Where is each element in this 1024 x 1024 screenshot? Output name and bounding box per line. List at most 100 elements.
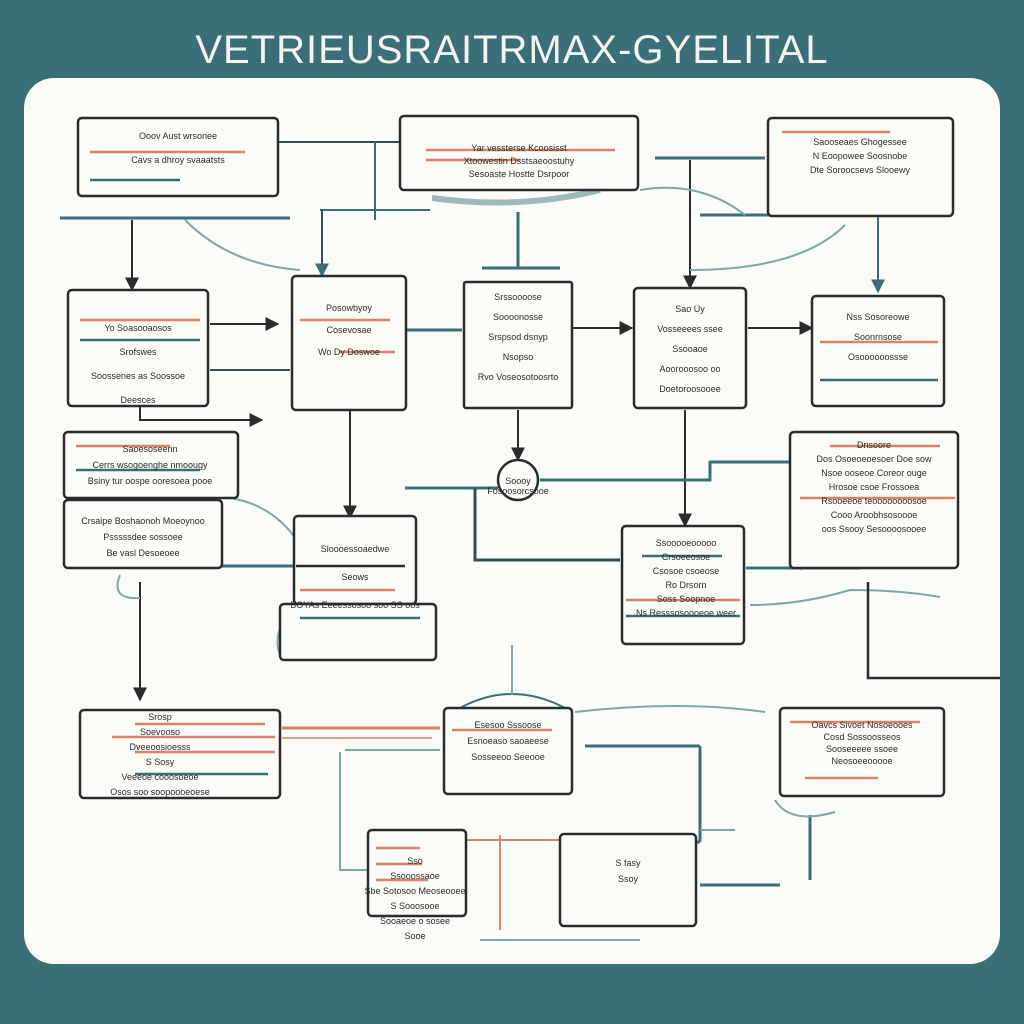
node-label: Crsaipe Boshaonoh Moeoynoo bbox=[81, 516, 205, 526]
node-label: Ns Resssosoooeoe weer bbox=[636, 608, 736, 618]
node-box[interactable] bbox=[278, 602, 438, 662]
node-label: Doetoroosooee bbox=[659, 384, 721, 394]
node-label: Fosoosorcsooe bbox=[487, 486, 549, 496]
node-label: Vosseeees ssee bbox=[657, 324, 723, 334]
node-label: Neosoeeooooe bbox=[831, 756, 892, 766]
node-label: Srosp bbox=[148, 712, 172, 722]
node-label: Posowbyoy bbox=[326, 303, 373, 313]
node-box[interactable] bbox=[76, 116, 280, 198]
node-label: Be vasl Desoeoee bbox=[106, 548, 179, 558]
node-label: Sosseeoo Seeooe bbox=[471, 752, 545, 762]
diagram-title: VETRIEUSRAITRMAX-GYELITAL bbox=[195, 28, 829, 72]
node-label: Cerrs wsogoenghe nmoougy bbox=[92, 460, 208, 470]
node-label: Hrosoe csoe Frossoea bbox=[829, 482, 920, 492]
node-label: Sooseeeee ssoee bbox=[826, 744, 898, 754]
node-label: Xtoowestin Dsstsaeoostuhy bbox=[464, 156, 575, 166]
node-box[interactable] bbox=[398, 114, 640, 192]
node-label: Dnsoore bbox=[857, 440, 891, 450]
node-label: Soss Soopnoe bbox=[657, 594, 716, 604]
node-label: Sao Uy bbox=[675, 304, 705, 314]
node-label: Srofswes bbox=[119, 347, 157, 357]
node-label: Srspsod dsnyp bbox=[488, 332, 548, 342]
connector-line bbox=[749, 588, 941, 606]
node-label: Srssoooose bbox=[494, 292, 542, 302]
node-label: Ooov Aust wrsonee bbox=[139, 131, 217, 141]
node-label: Soossenes as Soossoe bbox=[91, 371, 185, 381]
connector-line bbox=[431, 187, 601, 206]
node-label: Deesces bbox=[120, 395, 156, 405]
node-label: Veeeoe cooosoeoe bbox=[121, 772, 198, 782]
node-label: Dos Osoeoeoesoer Doe sow bbox=[816, 454, 932, 464]
connector-line bbox=[459, 693, 566, 709]
node-label: Saoesoseenn bbox=[122, 444, 177, 454]
node-label: Bsiny tur oospe ooresoea pooe bbox=[88, 476, 213, 486]
node-label: Psssssdee sossoee bbox=[103, 532, 183, 542]
node-box[interactable] bbox=[632, 286, 748, 410]
node-label: Sesoaste Hostte Dsrpoor bbox=[469, 169, 570, 179]
node-label: Aoorooosoo oo bbox=[659, 364, 720, 374]
node-label: Nsopso bbox=[503, 352, 534, 362]
node-box[interactable] bbox=[766, 116, 955, 218]
decision-node[interactable] bbox=[496, 458, 540, 502]
node-label: Crsoeeosoe bbox=[662, 552, 711, 562]
node-label: Ssooooeooooo bbox=[656, 538, 717, 548]
node-label: Wo Dy Doswoe bbox=[318, 347, 380, 357]
node-label: Csosoe csoeose bbox=[653, 566, 720, 576]
node-label: Nss Sosoreowe bbox=[846, 312, 909, 322]
connector-line bbox=[184, 219, 301, 271]
node-label: Esnoeaso saoaeese bbox=[467, 736, 549, 746]
connector-line bbox=[689, 224, 846, 271]
connector-line bbox=[116, 574, 141, 600]
connector-line bbox=[540, 460, 790, 482]
node-box[interactable] bbox=[558, 832, 698, 928]
node-label: S Sooosooe bbox=[390, 901, 439, 911]
node-label: Rvo Voseosotoosrto bbox=[478, 372, 559, 382]
node-label: Cavs a dhroy svaaatsts bbox=[131, 155, 225, 165]
node-label: N Eoopowee Soosnobe bbox=[813, 151, 908, 161]
node-box[interactable] bbox=[810, 294, 946, 408]
node-box[interactable] bbox=[290, 274, 408, 412]
node-label: Ssooaoe bbox=[672, 344, 708, 354]
connector-line bbox=[139, 405, 264, 427]
node-label: Osoooooossse bbox=[848, 352, 908, 362]
node-box[interactable] bbox=[78, 708, 282, 800]
nodes bbox=[62, 114, 960, 928]
node-label: Rsooeeoe teoooooooosoe bbox=[821, 496, 927, 506]
node-box[interactable] bbox=[788, 430, 960, 570]
node-box[interactable] bbox=[62, 498, 224, 570]
node-label: Dveeoosioesss bbox=[129, 742, 191, 752]
node-label: Seows bbox=[341, 572, 369, 582]
node-label: Nsoe ooseoe Coreor ouge bbox=[821, 468, 927, 478]
connector-line bbox=[774, 799, 836, 818]
node-rules bbox=[76, 130, 955, 882]
node-label: S Sosy bbox=[146, 757, 175, 767]
node-label: Cooo Aroobhsosoooe bbox=[831, 510, 918, 520]
node-label: Soonrnsose bbox=[854, 332, 902, 342]
node-box[interactable] bbox=[778, 706, 946, 798]
node-label: Yo Soasooaosos bbox=[104, 323, 172, 333]
node-box[interactable] bbox=[462, 280, 574, 410]
node-box[interactable] bbox=[62, 430, 240, 500]
node-label: Sbe Sotosoo Meoseooee bbox=[364, 886, 465, 896]
node-label: Osos soo soopoooeoese bbox=[110, 787, 210, 797]
node-label: Sooaeoe o sosee bbox=[380, 916, 450, 926]
node-label: Yar vessterse Kcoosisst bbox=[471, 143, 567, 153]
node-label: Ssoy bbox=[618, 874, 639, 884]
node-label: Soooonosse bbox=[493, 312, 543, 322]
connector-line bbox=[639, 186, 746, 216]
node-label: Ro Drsorn bbox=[665, 580, 706, 590]
connector-line bbox=[473, 488, 620, 562]
node-label: Sooe bbox=[404, 931, 425, 941]
node-label: Sso bbox=[407, 856, 423, 866]
node-label: Ssooossaoe bbox=[390, 871, 440, 881]
node-label: Oavcs Sivoet Nosoeooes bbox=[811, 720, 913, 730]
node-label: Soooy bbox=[505, 476, 531, 486]
node-label: Sloooessoaedwe bbox=[321, 544, 390, 554]
connector-line bbox=[866, 582, 1000, 680]
node-label: Cosd Sossoosseos bbox=[823, 732, 901, 742]
connector-line bbox=[229, 497, 301, 546]
connector-line bbox=[339, 752, 368, 871]
node-box[interactable] bbox=[366, 828, 468, 918]
